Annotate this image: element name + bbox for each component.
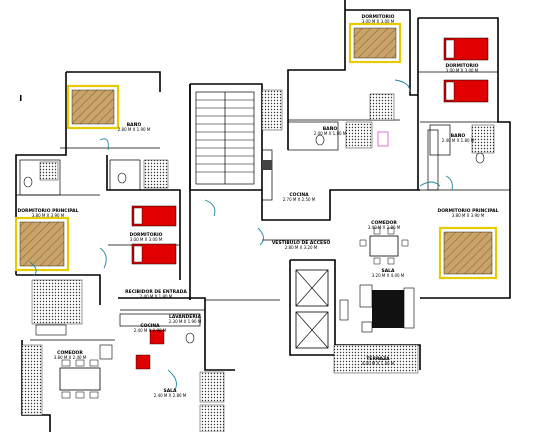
room-dims-dormitorio-top-center: 3.00 M X 3.00 M xyxy=(362,19,395,24)
room-label-bano-top-left: BAÑO xyxy=(127,121,142,128)
room-labels: BAÑO 2.80 M X 1.90 M DORMITORIO PRINCIPA… xyxy=(17,14,498,398)
room-label-sala-left: SALA xyxy=(163,388,177,394)
room-dims-sala-right: 3.20 M X 4.00 M xyxy=(372,273,405,278)
room-label-dormitorio-principal-right: DORMITORIO PRINCIPAL xyxy=(437,208,498,214)
room-dims-cocina-center: 2.70 M X 2.50 M xyxy=(283,197,316,202)
room-dims-comedor-left: 3.80 M X 2.40 M xyxy=(54,355,87,360)
bed-icon xyxy=(14,216,70,272)
room-dims-dormitorio-left: 3.00 M X 3.00 M xyxy=(130,237,163,242)
staircase xyxy=(195,91,255,185)
room-dims-bano-right: 2.40 M X 1.80 M xyxy=(442,138,475,143)
bed-icon xyxy=(443,37,489,103)
room-label-recibidor: RECIBIDOR DE ENTRADA xyxy=(125,289,187,295)
toilet-icon xyxy=(23,134,485,344)
room-dims-dormitorio-principal-left: 3.80 M X 3.90 M xyxy=(32,213,65,218)
room-label-lavanderia: LAVANDERIA xyxy=(169,314,201,320)
room-label-dormitorio-top-center: DORMITORIO xyxy=(361,14,394,20)
sofa-icon xyxy=(339,284,415,333)
room-label-dormitorio-top-right: DORMITORIO xyxy=(445,63,478,69)
stove-icon xyxy=(119,129,439,370)
room-label-terraza: TERRAZA xyxy=(366,356,390,362)
bed-icon xyxy=(131,205,177,265)
bed-icon xyxy=(438,226,498,280)
bed-icon xyxy=(348,22,402,64)
elevator-icon xyxy=(295,269,329,349)
room-label-comedor-right: COMEDOR xyxy=(371,220,397,226)
room-dims-sala-left: 2.40 M X 2.80 M xyxy=(154,393,187,398)
marker xyxy=(20,95,22,101)
sofa-icon xyxy=(35,324,113,360)
room-dims-cocina-left: 2.40 M X 2.80 M xyxy=(134,328,167,333)
center-core-walls xyxy=(189,83,420,356)
room-label-cocina-left: COCINA xyxy=(140,323,160,329)
room-label-dormitorio-principal-left: DORMITORIO PRINCIPAL xyxy=(17,208,78,214)
room-dims-dormitorio-top-right: 3.00 M X 3.00 M xyxy=(446,68,479,73)
room-dims-terraza: 4.00 M X 1.40 M xyxy=(362,361,395,366)
room-label-bano-right: BAÑO xyxy=(451,132,466,139)
room-dims-dormitorio-principal-right: 3.80 M X 3.90 M xyxy=(452,213,485,218)
room-label-cocina-center: COCINA xyxy=(289,192,309,198)
dining-table-icon xyxy=(59,227,409,399)
room-dims-recibidor: 2.40 M X 1.80 M xyxy=(140,294,173,299)
room-dims-vestibulo: 2.80 M X 3.20 M xyxy=(285,245,318,250)
door-swings xyxy=(29,79,453,391)
room-dims-comedor-right: 3.40 M X 2.80 M xyxy=(368,225,401,230)
room-dims-bano-center: 2.40 M X 1.80 M xyxy=(314,131,347,136)
room-label-bano-center: BAÑO xyxy=(323,125,338,132)
room-label-dormitorio-left: DORMITORIO xyxy=(129,232,162,238)
room-dims-lavanderia: 2.30 M X 1.90 M xyxy=(169,319,202,324)
room-label-comedor-left: COMEDOR xyxy=(57,350,83,356)
right-unit-walls xyxy=(287,0,511,370)
room-dims-bano-top-left: 2.80 M X 1.90 M xyxy=(118,127,151,132)
bathroom-fixtures xyxy=(19,89,495,432)
room-label-vestibulo: VESTIBULO DE ACCESO xyxy=(272,240,331,246)
room-label-sala-right: SALA xyxy=(381,268,395,274)
bed-icon xyxy=(66,84,120,130)
